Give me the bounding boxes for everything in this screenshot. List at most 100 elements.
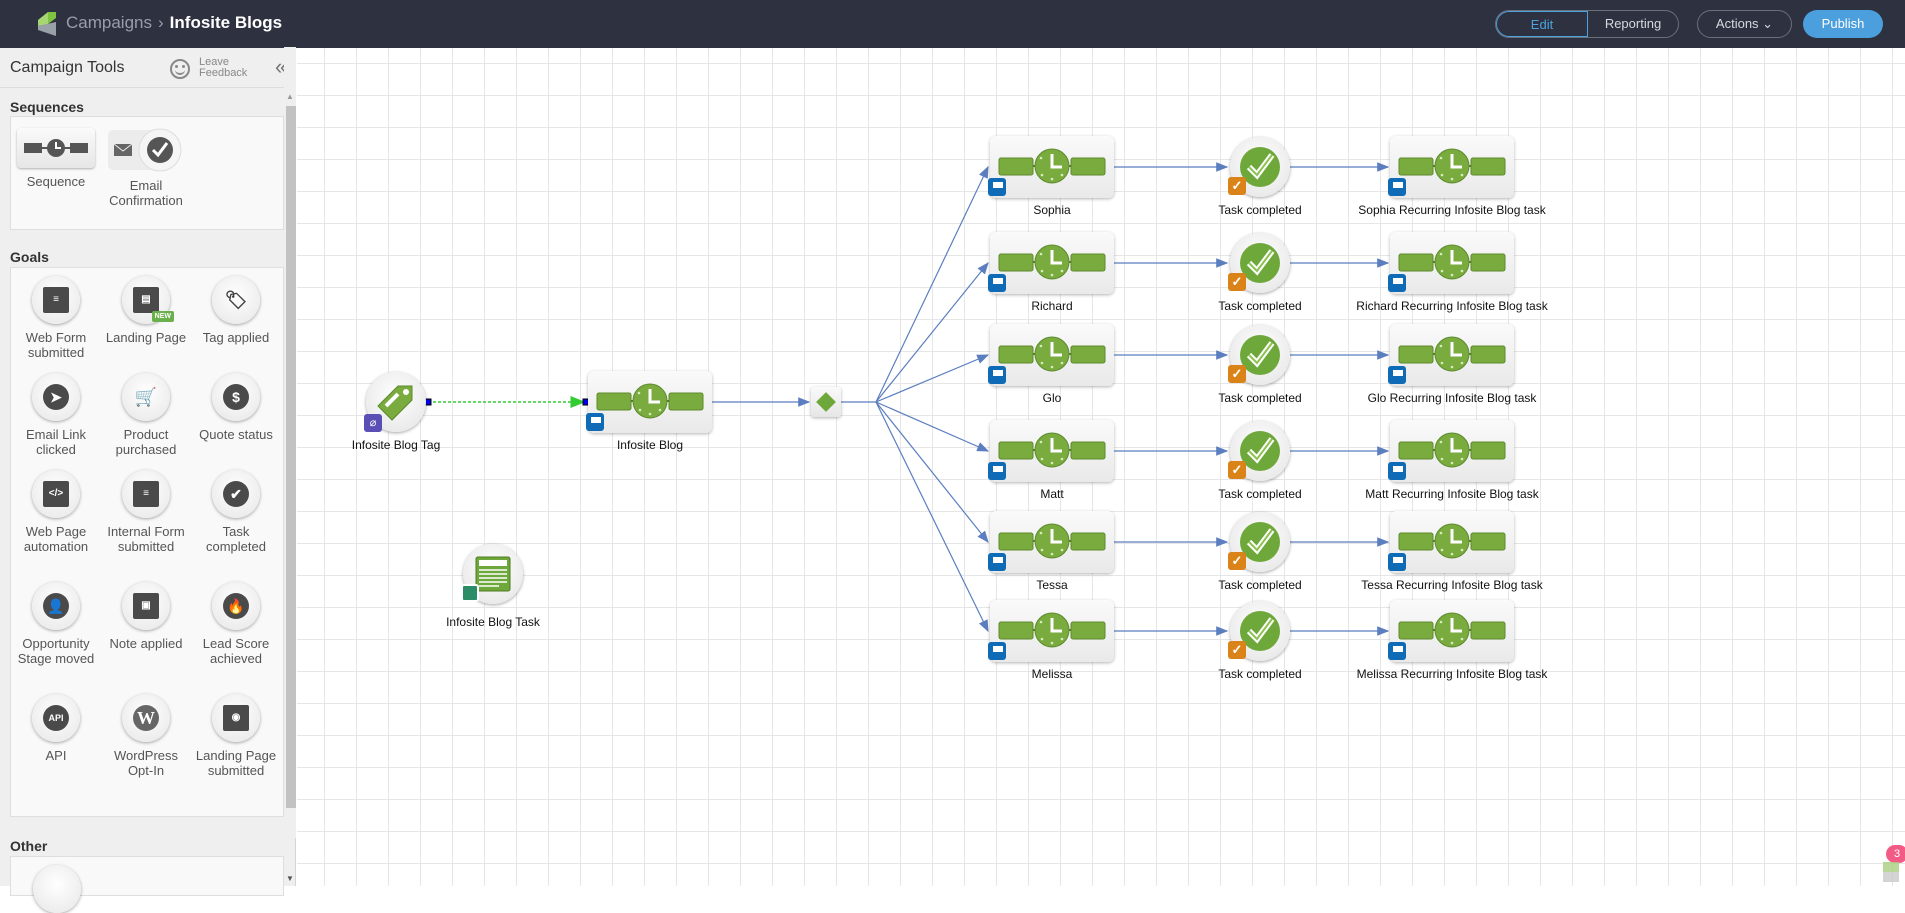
sidebar-scroll-thumb[interactable] xyxy=(286,106,296,808)
infosite-blog-sequence-node[interactable] xyxy=(586,371,712,433)
sequence-label: Sophia xyxy=(1033,203,1071,217)
dollar-icon: $ xyxy=(212,373,260,421)
tool-label: Email Link clicked xyxy=(26,427,86,457)
help-widget-icon[interactable] xyxy=(1883,862,1899,882)
edit-tab[interactable]: Edit xyxy=(1496,11,1588,37)
note-badge-icon xyxy=(461,584,479,602)
flag-icon xyxy=(988,366,1006,384)
sequence-clock-icon xyxy=(998,523,1106,559)
recurring-sequence-node[interactable] xyxy=(1388,324,1514,386)
tool-dollar[interactable]: $Quote status xyxy=(191,373,281,442)
goals-section-title: Goals xyxy=(10,249,49,265)
tool-label: Lead Score achieved xyxy=(202,636,270,666)
tool-cursor[interactable]: ➤Email Link clicked xyxy=(11,373,101,457)
person-icon: 👤 xyxy=(32,582,80,630)
green-check-icon xyxy=(1240,243,1280,283)
sequence-clock-icon xyxy=(596,383,704,419)
sequence-clock-icon xyxy=(998,148,1106,184)
branch-sequence-node[interactable] xyxy=(988,420,1114,482)
note-icon: ▣ xyxy=(122,582,170,630)
other-section xyxy=(10,856,284,913)
flag-icon xyxy=(988,274,1006,292)
sequences-section: Sequence Email Confirmation xyxy=(10,116,284,230)
branch-connector xyxy=(875,401,989,543)
other-section-title: Other xyxy=(10,838,48,854)
sequence-clock-icon xyxy=(1398,336,1506,372)
green-check-icon xyxy=(1240,431,1280,471)
task-completed-goal-node[interactable]: ✓ xyxy=(1228,512,1290,572)
sequence-clock-icon xyxy=(1398,244,1506,280)
branch-sequence-node[interactable] xyxy=(988,600,1114,662)
infosite-blog-task-note-node[interactable] xyxy=(461,544,523,604)
tool-tag[interactable]: 🏷Tag applied xyxy=(191,276,281,345)
branch-sequence-node[interactable] xyxy=(988,136,1114,198)
note-label: Infosite Blog Task xyxy=(446,615,540,629)
flag-icon xyxy=(988,642,1006,660)
tool-internal-form[interactable]: ≡Internal Form submitted xyxy=(101,470,191,554)
task-completed-goal-node[interactable]: ✓ xyxy=(1228,137,1290,197)
leave-feedback-link[interactable]: Leave Feedback xyxy=(199,57,247,79)
tag-icon: 🏷 xyxy=(212,276,260,324)
app-logo-icon[interactable] xyxy=(38,12,56,36)
task-completed-goal-node[interactable]: ✓ xyxy=(1228,325,1290,385)
flag-icon xyxy=(1388,178,1406,196)
tool-label: WordPress Opt-In xyxy=(113,748,179,778)
goal-label: Task completed xyxy=(1218,487,1302,501)
green-check-icon xyxy=(1240,335,1280,375)
recurring-sequence-node[interactable] xyxy=(1388,511,1514,573)
task-completed-goal-node[interactable]: ✓ xyxy=(1228,233,1290,293)
reporting-tab[interactable]: Reporting xyxy=(1604,16,1662,31)
breadcrumb-campaigns-link[interactable]: Campaigns xyxy=(66,13,152,32)
other-tool-icon[interactable] xyxy=(33,865,81,913)
recurring-sequence-node[interactable] xyxy=(1388,232,1514,294)
notification-badge[interactable]: 3 xyxy=(1886,845,1905,863)
tool-label: Landing Page submitted xyxy=(195,748,277,778)
scroll-down-arrow-icon[interactable]: ▼ xyxy=(286,874,294,883)
tool-person[interactable]: 👤Opportunity Stage moved xyxy=(11,582,101,666)
landing-page-icon: ▤NEW xyxy=(122,276,174,324)
tool-code[interactable]: </>Web Page automation xyxy=(11,470,101,554)
tool-cart[interactable]: 🛒Product purchased xyxy=(101,373,191,457)
sequence-clock-icon xyxy=(1398,148,1506,184)
sequence-clock-icon xyxy=(998,432,1106,468)
task-check-icon: ✓ xyxy=(1228,365,1246,383)
branch-sequence-node[interactable] xyxy=(988,324,1114,386)
tool-email-confirmation[interactable]: Email Confirmation xyxy=(101,128,191,208)
sequence-clock-icon xyxy=(998,336,1106,372)
tool-web-form[interactable]: ≡Web Form submitted xyxy=(11,276,101,360)
sequence-label: Sophia Recurring Infosite Blog task xyxy=(1358,203,1546,217)
tool-landing-page-submitted[interactable]: ◉Landing Page submitted xyxy=(191,694,281,778)
recurring-sequence-node[interactable] xyxy=(1388,136,1514,198)
tool-note[interactable]: ▣Note applied xyxy=(101,582,191,651)
flag-icon xyxy=(1388,274,1406,292)
tool-check[interactable]: ✔Task completed xyxy=(191,470,281,554)
tool-label: Sequence xyxy=(26,174,86,189)
infosite-blog-tag-goal-node[interactable]: ⌀ xyxy=(364,372,426,432)
branch-sequence-node[interactable] xyxy=(988,511,1114,573)
green-check-icon xyxy=(1240,147,1280,187)
sidebar-title: Campaign Tools xyxy=(10,59,125,76)
scroll-up-arrow-icon[interactable]: ▲ xyxy=(286,92,294,101)
recurring-sequence-node[interactable] xyxy=(1388,600,1514,662)
task-completed-goal-node[interactable]: ✓ xyxy=(1228,601,1290,661)
check-icon: ✔ xyxy=(212,470,260,518)
smiley-icon[interactable] xyxy=(170,59,190,79)
email-confirmation-icon xyxy=(108,128,182,172)
publish-button[interactable]: Publish xyxy=(1803,10,1883,38)
recurring-sequence-node[interactable] xyxy=(1388,420,1514,482)
task-completed-goal-node[interactable]: ✓ xyxy=(1228,421,1290,481)
top-bar: Campaigns›Infosite Blogs Edit Reporting … xyxy=(0,0,1905,48)
tool-flame[interactable]: 🔥Lead Score achieved xyxy=(191,582,281,666)
sequence-label: Richard xyxy=(1031,299,1073,313)
sequence-clock-icon xyxy=(998,612,1106,648)
decision-diamond-node[interactable] xyxy=(811,387,841,417)
sequence-label: Infosite Blog xyxy=(616,438,684,452)
actions-dropdown[interactable]: Actions ⌄ xyxy=(1697,10,1792,38)
tool-sequence[interactable]: Sequence xyxy=(11,128,101,189)
branch-sequence-node[interactable] xyxy=(988,232,1114,294)
